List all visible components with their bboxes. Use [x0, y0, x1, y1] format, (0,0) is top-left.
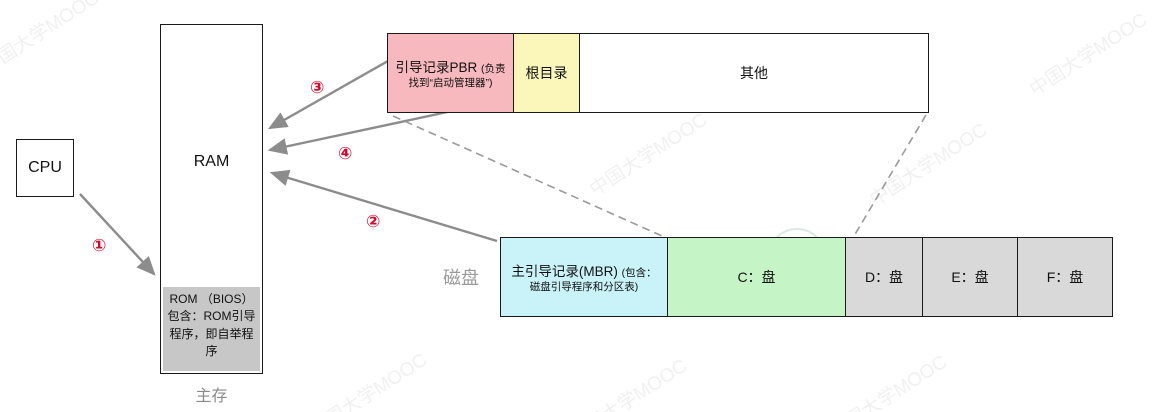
arrow-step1-cpu-to-rom — [79, 193, 156, 276]
partition-f: F：盘 — [1017, 237, 1113, 317]
step-4-badge: ④ — [338, 144, 353, 163]
step-2-badge: ② — [366, 212, 381, 231]
partition-e: E：盘 — [921, 237, 1019, 317]
watermark-text: 中国大学MOOC — [0, 0, 104, 79]
partition-d: D：盘 — [845, 237, 923, 317]
pbr-title: 引导记录PBR — [395, 59, 478, 75]
arrow-step4-rootdir-to-ram — [267, 109, 453, 155]
root-directory-section: 根目录 — [512, 33, 581, 113]
partition-c: C：盘 — [666, 237, 847, 317]
mbr-title: 主引导记录(MBR) — [511, 263, 618, 279]
cpu-box: CPU — [16, 139, 74, 197]
partition-c-detail-bar: 引导记录PBR (负责 找到“启动管理器”) 根目录 其他 — [387, 33, 929, 113]
mbr-note-part2: 磁盘引导程序和分区表) — [529, 281, 639, 293]
watermark-text: 中国大学MOOC — [306, 349, 432, 412]
other-label: 其他 — [740, 65, 768, 81]
watermark-text: 中国大学MOOC — [566, 355, 692, 412]
root-directory-label: 根目录 — [525, 65, 568, 81]
arrow-step2-mbr-to-ram — [269, 169, 498, 243]
pbr-note-part2: 找到“启动管理器”) — [408, 77, 493, 89]
watermark-text: 中国大学MOOC — [586, 109, 712, 201]
arrow-step3-pbr-to-ram — [267, 59, 389, 130]
partition-e-label: E：盘 — [951, 269, 989, 285]
partition-f-label: F：盘 — [1046, 269, 1084, 285]
partition-c-label: C：盘 — [737, 269, 776, 285]
partition-d-label: D：盘 — [864, 269, 904, 285]
dashed-line-right-c-expansion — [853, 114, 927, 237]
ram-label: RAM — [193, 153, 230, 170]
main-memory-caption: 主存 — [195, 388, 228, 405]
watermark-text: 中国大学MOOC — [1026, 9, 1152, 101]
rom-bios-box: ROM （BIOS） 包含：ROM引导程序，即自举程序 — [163, 287, 260, 371]
disk-caption: 磁盘 — [443, 268, 479, 288]
other-section: 其他 — [579, 33, 929, 113]
pbr-section: 引导记录PBR (负责 找到“启动管理器”) — [387, 33, 514, 113]
mbr-section: 主引导记录(MBR) (包含： 磁盘引导程序和分区表) — [500, 237, 668, 317]
cpu-label: CPU — [28, 159, 62, 176]
watermark-text: 中国大学MOOC — [826, 351, 952, 412]
step-3-badge: ③ — [310, 78, 325, 97]
rom-bios-text: ROM （BIOS） 包含：ROM引导程序，即自举程序 — [167, 292, 256, 359]
pbr-title-line: 引导记录PBR (负责 — [395, 56, 505, 76]
ram-box: RAM ROM （BIOS） 包含：ROM引导程序，即自举程序 — [160, 24, 263, 374]
disk-bar: 主引导记录(MBR) (包含： 磁盘引导程序和分区表) C：盘 D：盘 E：盘 … — [500, 237, 1113, 317]
dashed-line-left-c-expansion — [392, 115, 663, 237]
watermark-text: 中国大学MOOC — [866, 119, 992, 211]
pbr-note-part1: (负责 — [481, 62, 506, 75]
mbr-title-line: 主引导记录(MBR) (包含： — [511, 260, 656, 280]
step-1-badge: ① — [92, 236, 107, 255]
mbr-note-part1: (包含： — [621, 266, 657, 279]
